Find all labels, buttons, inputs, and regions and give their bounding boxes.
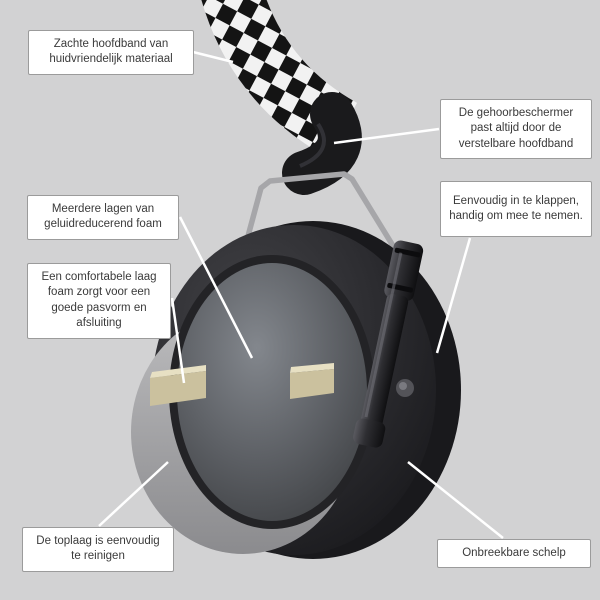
foam-seal-left bbox=[150, 365, 206, 406]
adjuster-rail bbox=[353, 240, 424, 448]
callout-foam-layers: Meerdere lagen van geluidreducerend foam bbox=[27, 195, 179, 240]
foam-inner bbox=[177, 263, 367, 521]
callout-comfort-foam: Een comfortabele laag foam zorgt voor ee… bbox=[27, 263, 171, 339]
callout-foam-layers-text: Meerdere lagen van geluidreducerend foam bbox=[44, 203, 162, 231]
hinge-screw-highlight bbox=[399, 382, 407, 390]
leader-foldable bbox=[435, 237, 472, 354]
callout-adjustable-headband-text: De gehoorbeschermer past altijd door de … bbox=[458, 107, 574, 150]
callout-cleanable-top-text: De toplaag is eenvoudig te reinigen bbox=[36, 535, 160, 563]
headband-end bbox=[282, 92, 362, 195]
callout-unbreakable-shell-text: Onbreekbare schelp bbox=[462, 547, 566, 559]
callout-comfort-foam-text: Een comfortabele laag foam zorgt voor ee… bbox=[41, 271, 157, 330]
leader-headband-material bbox=[192, 50, 234, 64]
leader-comfort-foam bbox=[170, 297, 186, 384]
callout-headband-material-text: Zachte hoofdband van huidvriendelijk mat… bbox=[49, 38, 173, 66]
headband-highlight bbox=[299, 122, 326, 168]
callout-unbreakable-shell: Onbreekbare schelp bbox=[437, 539, 591, 569]
leader-unbreakable-shell bbox=[407, 461, 504, 539]
callout-foldable: Eenvoudig in te klappen, handig om mee t… bbox=[440, 181, 592, 237]
leader-adjustable-headband bbox=[333, 127, 440, 145]
leader-foam-layers bbox=[178, 216, 254, 359]
callout-headband-material: Zachte hoofdband van huidvriendelijk mat… bbox=[28, 30, 194, 75]
callout-adjustable-headband: De gehoorbeschermer past altijd door de … bbox=[440, 99, 592, 160]
leader-lines bbox=[98, 50, 504, 539]
callout-foldable-text: Eenvoudig in te klappen, handig om mee t… bbox=[449, 194, 583, 222]
foam-seal-right bbox=[290, 363, 334, 399]
leader-cleanable-top bbox=[98, 461, 169, 527]
wire-yoke bbox=[238, 171, 401, 263]
callout-cleanable-top: De toplaag is eenvoudig te reinigen bbox=[22, 527, 174, 572]
